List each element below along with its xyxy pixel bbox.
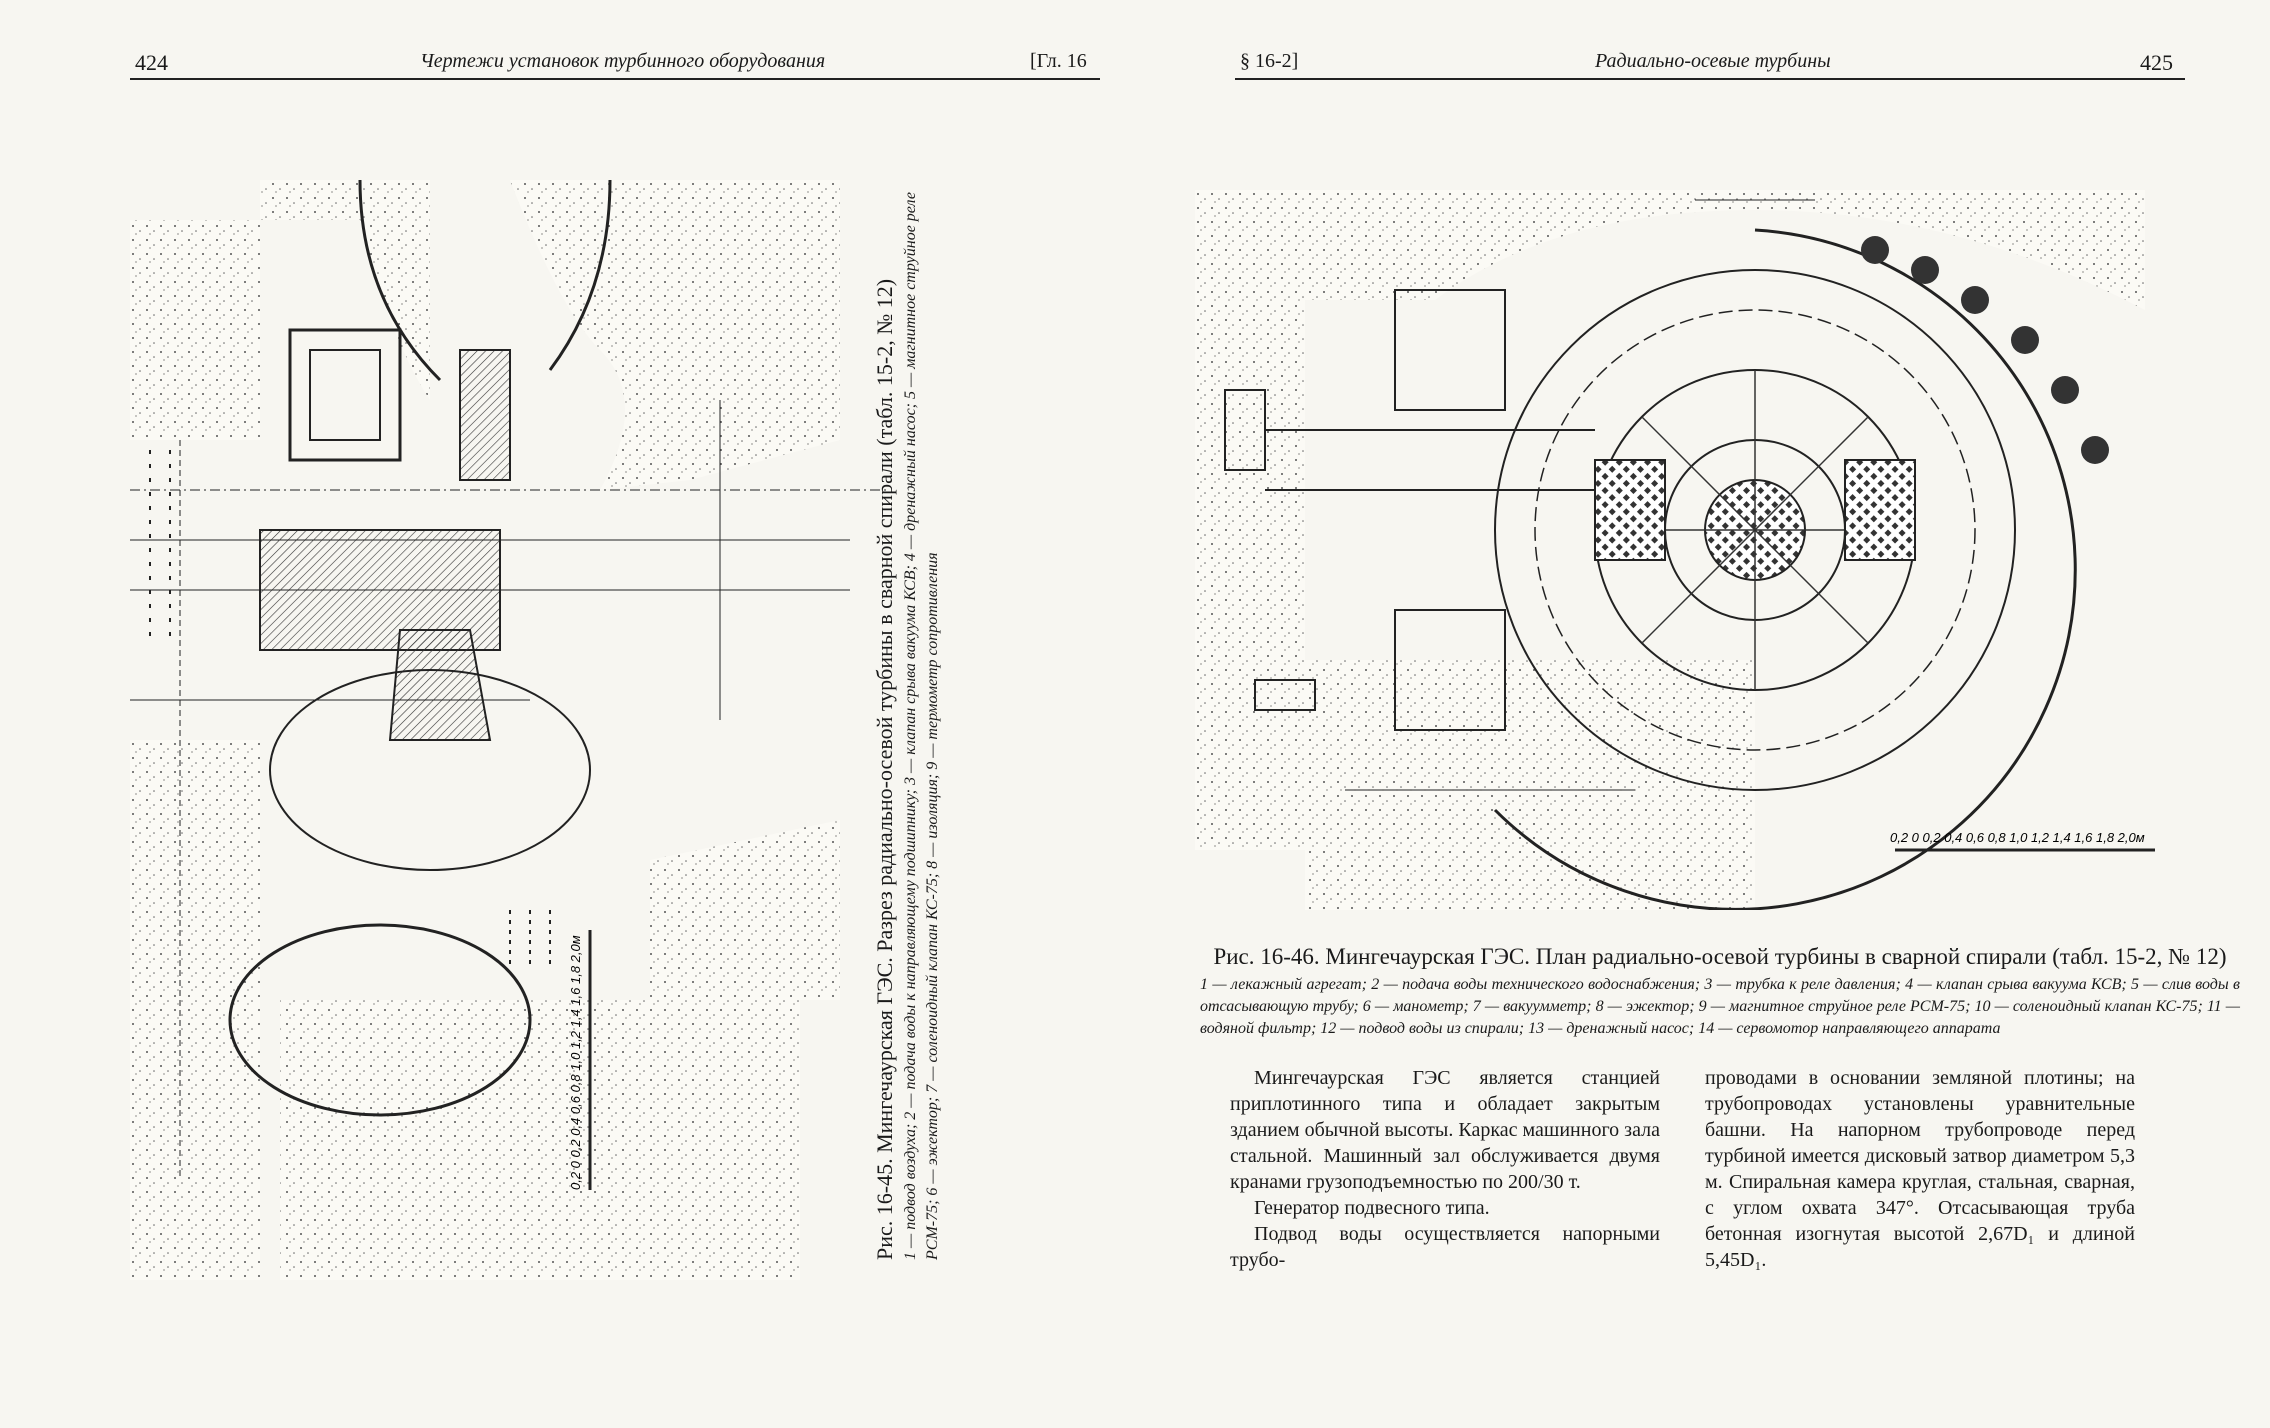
- right-page: § 16-2] Радиально-осевые турбины 425: [1135, 0, 2270, 1428]
- body-paragraph: Мингечаурская ГЭС является станцией прип…: [1230, 1067, 1660, 1193]
- body-paragraph: Генератор подвесного типа.: [1254, 1197, 1490, 1219]
- bearing-inner: [309, 349, 381, 441]
- body-column-left: Мингечаурская ГЭС является станцией прип…: [1230, 1065, 1660, 1273]
- scale-bar-left: 0,2 0 0,2 0,4 0,6 0,8 1,0 1,2 1,4 1,6 1,…: [568, 930, 592, 1190]
- scale-bar-right: 0,2 0 0,2 0,4 0,6 0,8 1,0 1,2 1,4 1,6 1,…: [1890, 830, 2155, 852]
- guide-vanes: [1861, 236, 2109, 464]
- body-paragraph: Подвод воды осуществляется напорными тру…: [1230, 1223, 1660, 1271]
- header-rule-right: [1235, 78, 2185, 80]
- stay-ring: [1494, 269, 2016, 791]
- concrete-generator-pit: [260, 180, 430, 400]
- grating-marks: [149, 450, 551, 970]
- running-title-right: Радиально-осевые турбины: [1595, 50, 1831, 72]
- generator-housing-right: [548, 180, 612, 371]
- figure-caption-right: Рис. 16-46. Мингечаурская ГЭС. План ради…: [1200, 940, 2240, 1040]
- turbine-plan-drawing: 0,2 0 0,2 0,4 0,6 0,8 1,0 1,2 1,4 1,6 1,…: [1195, 190, 2155, 910]
- chapter-ref: [Гл. 16: [1030, 50, 1087, 72]
- concrete-plan-left: [1195, 190, 1305, 850]
- concrete-plan-bottom: [1305, 660, 1755, 910]
- concrete-foundation: [280, 1000, 800, 1280]
- spiral-casing-outer: [1493, 228, 2077, 910]
- figure-title-left: Рис. 16-45. Мингечаурская ГЭС. Разрез ра…: [872, 278, 897, 1260]
- filter-box: [1254, 679, 1316, 711]
- scale-label-left: 0,2 0 0,2 0,4 0,6 0,8 1,0 1,2 1,4 1,6 1,…: [568, 935, 583, 1190]
- guide-vane-circle: [1534, 309, 1976, 751]
- figure-legend-right: 1 — лекажный агрегат; 2 — подача воды те…: [1200, 976, 2240, 1037]
- running-title-left: Чертежи установок турбинного оборудовани…: [420, 50, 826, 72]
- figure-title-right: Рис. 16-46. Мингечаурская ГЭС. План ради…: [1213, 944, 2227, 969]
- page-number-right: 425: [2140, 50, 2173, 75]
- concrete-block-upper-right: [510, 180, 840, 490]
- page-number-left: 424: [135, 50, 168, 75]
- body-column-right: проводами в основании земляной плотины; …: [1705, 1065, 2135, 1273]
- header-rule-left: [130, 78, 1100, 80]
- runner-crown: [388, 629, 492, 741]
- drainage-pump-lower: [1394, 609, 1506, 731]
- spiral-case-ellipse: [269, 669, 591, 871]
- concrete-plan-top: [1305, 190, 2145, 310]
- draft-tube-ellipse: [228, 923, 532, 1117]
- drainage-pump-upper: [1394, 289, 1506, 411]
- concrete-draft-tube-wall: [650, 820, 840, 1000]
- figure-legend-left: 1 — подвод воздуха; 2 — подача воды к на…: [902, 192, 941, 1260]
- section-ref: § 16-2]: [1240, 50, 1299, 72]
- scale-label-right: 0,2 0 0,2 0,4 0,6 0,8 1,0 1,2 1,4 1,6 1,…: [1890, 830, 2145, 845]
- generator-housing-left: [358, 180, 442, 382]
- bearing-housing: [288, 328, 402, 462]
- left-page: 424 Чертежи установок турбинного оборудо…: [130, 50, 1100, 1280]
- servomotor-left: [1594, 459, 1666, 561]
- concrete-block-lower-left: [130, 740, 260, 1280]
- figure-caption-left: Рис. 16-45. Мингечаурская ГЭС. Разрез ра…: [870, 180, 990, 1260]
- concrete-block-upper-left: [130, 220, 260, 440]
- spiral-case-upper: [459, 349, 511, 481]
- servomotor-right: [1844, 459, 1916, 561]
- turbine-section-drawing: 0,2 0 0,2 0,4 0,6 0,8 1,0 1,2 1,4 1,6 1,…: [130, 180, 890, 1280]
- body-paragraph: проводами в основании земляной плотины; …: [1705, 1067, 2135, 1271]
